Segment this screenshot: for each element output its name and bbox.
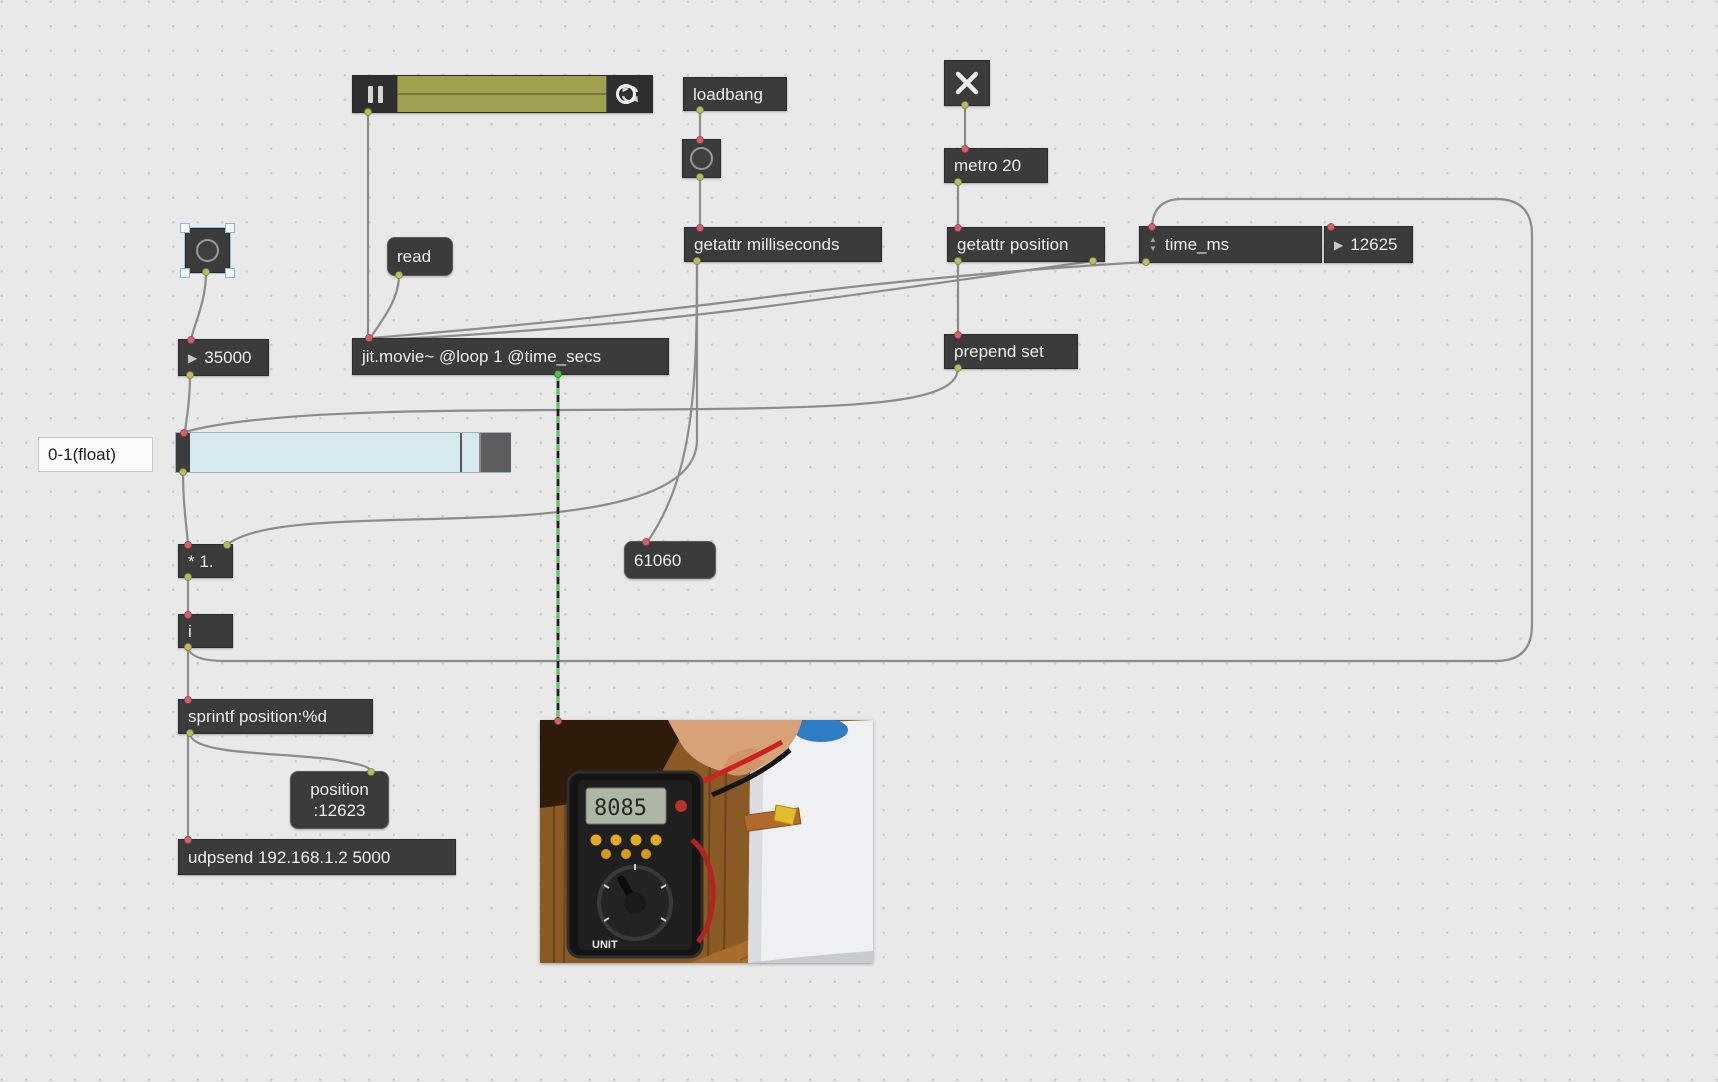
read-label: read <box>397 247 432 266</box>
cord-getattrpos-to-jitmovie <box>371 259 1095 342</box>
red-wire <box>690 838 716 944</box>
toggle-object[interactable] <box>944 60 990 106</box>
spinner-icon[interactable]: ▲ ▼ <box>1149 235 1157 253</box>
selection-handle[interactable] <box>225 268 235 278</box>
cord-getattrms-to-61060 <box>646 259 699 543</box>
udpsend-object[interactable]: udpsend 192.168.1.2 5000 <box>178 839 456 875</box>
meter-brand: UNIT <box>592 939 618 951</box>
time-ms-label: time_ms <box>1164 235 1230 254</box>
selection-handle[interactable] <box>180 223 190 233</box>
bang-icon <box>196 239 219 262</box>
multiply-object[interactable]: * 1. <box>178 544 233 578</box>
int-object[interactable]: i <box>178 614 233 648</box>
cord-timems-to-jitmovie <box>369 260 1148 340</box>
time-ms-numbox[interactable]: ▲ ▼ time_ms <box>1139 226 1322 263</box>
position-message[interactable]: position :12623 <box>290 771 389 829</box>
playbar-object[interactable] <box>352 75 653 113</box>
cord-read-to-jitmovie <box>369 273 401 339</box>
getattr-milliseconds-label: getattr milliseconds <box>694 235 840 254</box>
message-61060[interactable]: 61060 <box>624 541 716 579</box>
appliance-logo <box>794 718 848 742</box>
playbar-track[interactable] <box>397 76 636 112</box>
prepend-set-label: prepend set <box>954 342 1044 361</box>
cord-sprintf-to-positionmsg <box>188 731 373 773</box>
prepend-set-object[interactable]: prepend set <box>944 334 1078 369</box>
selection-handle[interactable] <box>180 268 190 278</box>
slider-knob[interactable] <box>479 433 511 472</box>
cord-prepend-to-slider <box>183 366 960 434</box>
appliance-body <box>748 720 873 963</box>
getattr-position-object[interactable]: getattr position <box>947 227 1105 262</box>
range-slider[interactable] <box>175 432 511 473</box>
udpsend-label: udpsend 192.168.1.2 5000 <box>188 847 391 867</box>
comment-0-1-float[interactable]: 0-1(float) <box>38 437 153 472</box>
bang-button[interactable] <box>682 139 721 178</box>
cord-slider-to-mult <box>181 470 190 546</box>
message-61060-label: 61060 <box>634 550 682 570</box>
toggle-x-icon <box>955 71 979 95</box>
spinner-down-icon[interactable]: ▼ <box>1149 243 1157 253</box>
cord-button-to-35000 <box>189 270 208 341</box>
multiply-label: * 1. <box>188 551 214 571</box>
jit-movie-label: jit.movie~ @loop 1 @time_secs <box>362 347 602 366</box>
cord-getattrms-to-mult <box>226 259 699 546</box>
loadbang-object[interactable]: loadbang <box>683 77 787 111</box>
number-arrow-icon: ▶ <box>1334 237 1344 252</box>
jit-movie-object[interactable]: jit.movie~ @loop 1 @time_secs <box>352 338 669 375</box>
selection-handle[interactable] <box>225 223 235 233</box>
number-box-35000[interactable]: ▶ 35000 <box>178 339 269 376</box>
cord-35000-to-slider <box>183 373 192 434</box>
number-value-12625: 12625 <box>1350 235 1398 254</box>
playbar-knob[interactable] <box>616 84 636 104</box>
number-value-35000: 35000 <box>204 348 252 367</box>
number-arrow-icon: ▶ <box>188 350 198 365</box>
slider-marker-line <box>460 433 462 472</box>
playbar-track-line <box>398 93 606 95</box>
getattr-milliseconds-object[interactable]: getattr milliseconds <box>684 227 882 262</box>
black-probe <box>711 748 792 798</box>
slider-start-bar[interactable] <box>176 433 190 472</box>
position-message-line1: position <box>310 779 369 799</box>
comment-label: 0-1(float) <box>48 445 117 464</box>
pause-icon <box>367 85 383 103</box>
read-message[interactable]: read <box>387 237 453 276</box>
getattr-position-label: getattr position <box>957 235 1069 254</box>
meter-display <box>585 787 667 825</box>
multimeter: 8085 UNIT <box>566 770 716 959</box>
metro-object[interactable]: metro 20 <box>944 148 1048 183</box>
sprintf-object[interactable]: sprintf position:%d <box>178 699 373 734</box>
jit-pwindow[interactable]: 8085 UNIT <box>540 718 874 964</box>
meter-reading: 8085 <box>594 796 647 821</box>
int-label: i <box>188 621 192 641</box>
sprintf-label: sprintf position:%d <box>188 707 327 726</box>
play-pause-button[interactable] <box>353 76 397 112</box>
jit-pwindow-content: 8085 UNIT <box>540 718 874 964</box>
position-message-line2: :12623 <box>313 801 366 820</box>
metro-label: metro 20 <box>954 156 1022 175</box>
loadbang-label: loadbang <box>693 84 763 104</box>
copper-strip <box>743 804 802 832</box>
selected-bang-button[interactable] <box>180 223 235 278</box>
number-box-12625[interactable]: ▶ 12625 <box>1324 226 1413 263</box>
bang-icon <box>690 147 713 170</box>
